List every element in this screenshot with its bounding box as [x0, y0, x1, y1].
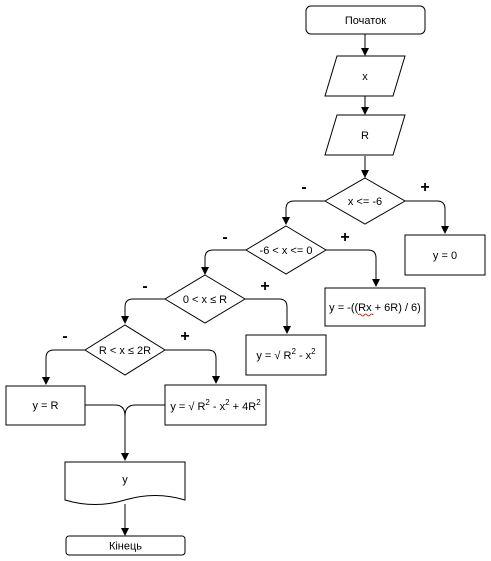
- no-sign-2: -: [222, 229, 227, 246]
- process-y-circle2-label: y = √ R2 - x2 + 4R2: [170, 398, 261, 413]
- decision-1-label: x <= -6: [348, 196, 382, 208]
- process-y-r-label: y = R: [33, 400, 59, 412]
- branch-signs: + - + - + - + -: [62, 179, 429, 345]
- input-r-label: R: [361, 130, 369, 142]
- process-y-circle-label: y = √ R2 - x2: [256, 347, 316, 362]
- spellcheck-underline: [357, 313, 374, 317]
- edge-cond2-no: [201, 249, 246, 275]
- process-y-line: y = -((Rx + 6R) / 6): [324, 287, 426, 327]
- start-terminal: Початок: [305, 5, 426, 35]
- edge-cond4-no: [42, 349, 85, 385]
- flow-edges: [42, 34, 449, 536]
- edge-cond4-yes: [165, 349, 220, 384]
- input-r-parallelogram: R: [324, 114, 406, 156]
- end-label: Кінець: [109, 541, 142, 553]
- decision-3-label: 0 < x ≤ R: [183, 294, 227, 306]
- process-y-r: y = R: [5, 385, 86, 426]
- decision-3: 0 < x ≤ R: [164, 274, 246, 324]
- start-label: Початок: [345, 15, 386, 27]
- decision-4: R < x ≤ 2R: [84, 324, 166, 376]
- input-x-parallelogram: x: [324, 55, 406, 97]
- decision-2: -6 < x <= 0: [245, 225, 327, 275]
- edge-cond3-yes: [245, 298, 291, 334]
- output-y-label: y: [122, 474, 128, 486]
- edge-cond1-yes: [405, 200, 449, 234]
- no-sign-1: -: [301, 179, 306, 196]
- process-y-circle: y = √ R2 - x2: [245, 334, 327, 376]
- edge-r-to-output: [85, 404, 129, 461]
- decision-1: x <= -6: [323, 177, 407, 225]
- input-x-label: x: [362, 71, 368, 83]
- no-sign-3: -: [142, 278, 147, 295]
- yes-sign-4: +: [180, 328, 189, 345]
- no-sign-4: -: [62, 328, 67, 345]
- end-terminal: Кінець: [65, 535, 186, 556]
- yes-sign-1: +: [420, 179, 429, 196]
- edge-cond1-no: [282, 200, 325, 225]
- yes-sign-2: +: [340, 229, 349, 246]
- process-y-zero-label: y = 0: [433, 250, 457, 262]
- yes-sign-3: +: [260, 278, 269, 295]
- process-y-line-label: y = -((Rx + 6R) / 6): [329, 302, 421, 314]
- decision-2-label: -6 < x <= 0: [260, 245, 313, 257]
- decision-4-label: R < x ≤ 2R: [99, 345, 151, 357]
- process-y-circle2: y = √ R2 - x2 + 4R2: [164, 384, 267, 426]
- process-y-zero: y = 0: [404, 234, 486, 276]
- edge-circle2-to-output: [124, 404, 165, 417]
- output-document: y: [64, 461, 186, 505]
- edge-cond3-no: [121, 298, 165, 324]
- edge-cond2-yes: [326, 249, 380, 287]
